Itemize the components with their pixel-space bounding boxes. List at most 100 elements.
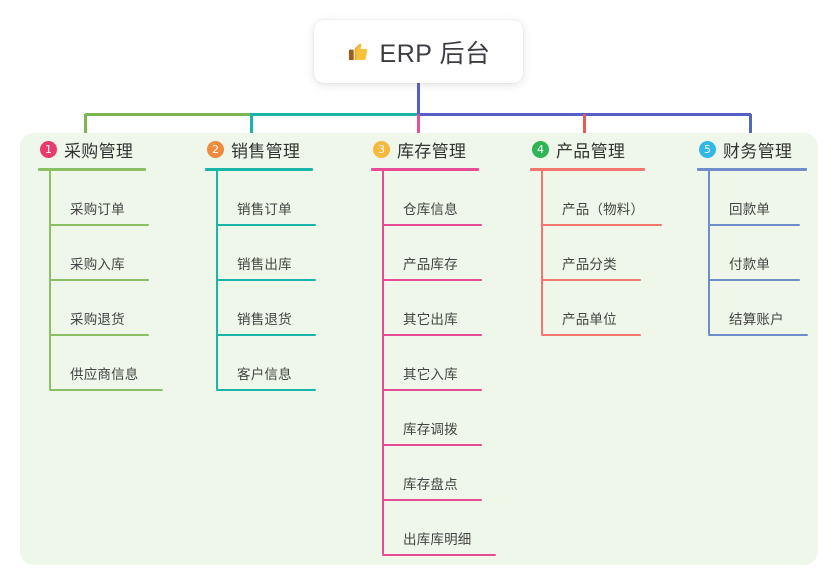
item-rule [216, 389, 316, 391]
item-rule [382, 444, 482, 446]
item-label: 采购入库 [70, 257, 125, 272]
item-rule [382, 389, 482, 391]
column-header-rule [530, 168, 645, 171]
column-purchasing: 1 采购管理 采购订单 采购入库 采购退货 供应商信 [38, 133, 163, 391]
item-rule [49, 389, 163, 391]
item-rule [382, 224, 482, 226]
column-badge: 1 [40, 140, 57, 158]
item-label: 产品单位 [562, 312, 617, 327]
item-label: 其它出库 [403, 312, 458, 327]
column-header[interactable]: 2 销售管理 [205, 133, 313, 165]
list-item[interactable]: 产品库存 [382, 226, 482, 281]
list-item[interactable]: 销售退货 [216, 281, 316, 336]
item-label: 库存盘点 [403, 477, 458, 492]
column-title: 销售管理 [231, 141, 301, 161]
column-title: 产品管理 [556, 141, 626, 161]
list-item[interactable]: 付款单 [708, 226, 807, 281]
column-items: 产品（物料） 产品分类 产品单位 [541, 171, 662, 336]
column-spine [382, 171, 384, 554]
column-title: 财务管理 [723, 141, 793, 161]
column-header-rule [697, 168, 807, 171]
list-item[interactable]: 回款单 [708, 171, 807, 226]
item-rule [541, 279, 641, 281]
column-items: 销售订单 销售出库 销售退货 客户信息 [216, 171, 316, 391]
item-label: 产品分类 [562, 257, 617, 272]
item-rule [216, 224, 316, 226]
list-item[interactable]: 仓库信息 [382, 171, 482, 226]
column-badge: 5 [699, 140, 716, 158]
column-items: 采购订单 采购入库 采购退货 供应商信息 [49, 171, 163, 391]
root-node[interactable]: ERP 后台 [314, 20, 523, 83]
root-title: ERP 后台 [379, 39, 491, 68]
item-label: 客户信息 [237, 367, 292, 382]
column-product: 4 产品管理 产品（物料） 产品分类 产品单位 [530, 133, 662, 336]
list-item[interactable]: 供应商信息 [49, 336, 163, 391]
item-label: 出库库明细 [403, 532, 472, 547]
item-rule [49, 224, 149, 226]
list-item[interactable]: 采购退货 [49, 281, 149, 336]
list-item[interactable]: 采购入库 [49, 226, 149, 281]
list-item[interactable]: 客户信息 [216, 336, 316, 391]
column-items: 回款单 付款单 结算账户 [708, 171, 808, 336]
column-inventory: 3 库存管理 仓库信息 产品库存 其它出库 其它入库 [371, 133, 496, 556]
list-item[interactable]: 产品单位 [541, 281, 645, 336]
item-label: 产品库存 [403, 257, 458, 272]
column-badge: 3 [373, 140, 390, 158]
column-header-rule [38, 168, 146, 171]
item-rule [382, 334, 482, 336]
item-label: 付款单 [729, 257, 771, 272]
column-header[interactable]: 3 库存管理 [371, 133, 479, 165]
list-item[interactable]: 产品分类 [541, 226, 645, 281]
columns-container: 1 采购管理 采购订单 采购入库 采购退货 供应商信 [0, 133, 839, 565]
item-rule [216, 334, 316, 336]
column-sales: 2 销售管理 销售订单 销售出库 销售退货 客户信息 [205, 133, 316, 391]
item-label: 采购订单 [70, 202, 125, 217]
list-item[interactable]: 产品（物料） [541, 171, 662, 226]
item-label: 采购退货 [70, 312, 125, 327]
list-item[interactable]: 其它入库 [382, 336, 482, 391]
item-label: 销售退货 [237, 312, 292, 327]
item-rule [382, 279, 482, 281]
item-rule [708, 279, 800, 281]
diagram-panel [20, 133, 818, 565]
column-title: 库存管理 [397, 141, 467, 161]
list-item[interactable]: 其它出库 [382, 281, 482, 336]
column-spine [541, 171, 543, 334]
item-rule [541, 224, 662, 226]
item-rule [708, 334, 808, 336]
list-item[interactable]: 结算账户 [708, 281, 808, 336]
item-rule [49, 334, 149, 336]
list-item[interactable]: 库存调拨 [382, 391, 482, 446]
thumbs-up-icon [348, 43, 367, 61]
column-spine [708, 171, 710, 334]
item-label: 其它入库 [403, 367, 458, 382]
column-header-rule [205, 168, 313, 171]
item-rule [49, 279, 149, 281]
item-label: 库存调拨 [403, 422, 458, 437]
column-badge: 2 [207, 140, 224, 158]
item-rule [382, 499, 482, 501]
item-label: 产品（物料） [562, 202, 645, 217]
column-header[interactable]: 1 采购管理 [38, 133, 146, 165]
list-item[interactable]: 出库库明细 [382, 501, 496, 556]
list-item[interactable]: 采购订单 [49, 171, 149, 226]
column-header-rule [371, 168, 479, 171]
item-rule [541, 334, 641, 336]
list-item[interactable]: 销售订单 [216, 171, 316, 226]
item-rule [382, 554, 496, 556]
column-header[interactable]: 4 产品管理 [530, 133, 645, 165]
item-label: 仓库信息 [403, 202, 458, 217]
item-label: 销售订单 [237, 202, 292, 217]
column-items: 仓库信息 产品库存 其它出库 其它入库 库存调拨 [382, 171, 496, 556]
item-label: 回款单 [729, 202, 771, 217]
column-finance: 5 财务管理 回款单 付款单 结算账户 [697, 133, 808, 336]
item-label: 供应商信息 [70, 367, 139, 382]
list-item[interactable]: 销售出库 [216, 226, 316, 281]
list-item[interactable]: 库存盘点 [382, 446, 482, 501]
column-header[interactable]: 5 财务管理 [697, 133, 807, 165]
item-label: 结算账户 [729, 312, 784, 327]
column-badge: 4 [532, 140, 549, 158]
item-rule [216, 279, 316, 281]
item-rule [708, 224, 800, 226]
